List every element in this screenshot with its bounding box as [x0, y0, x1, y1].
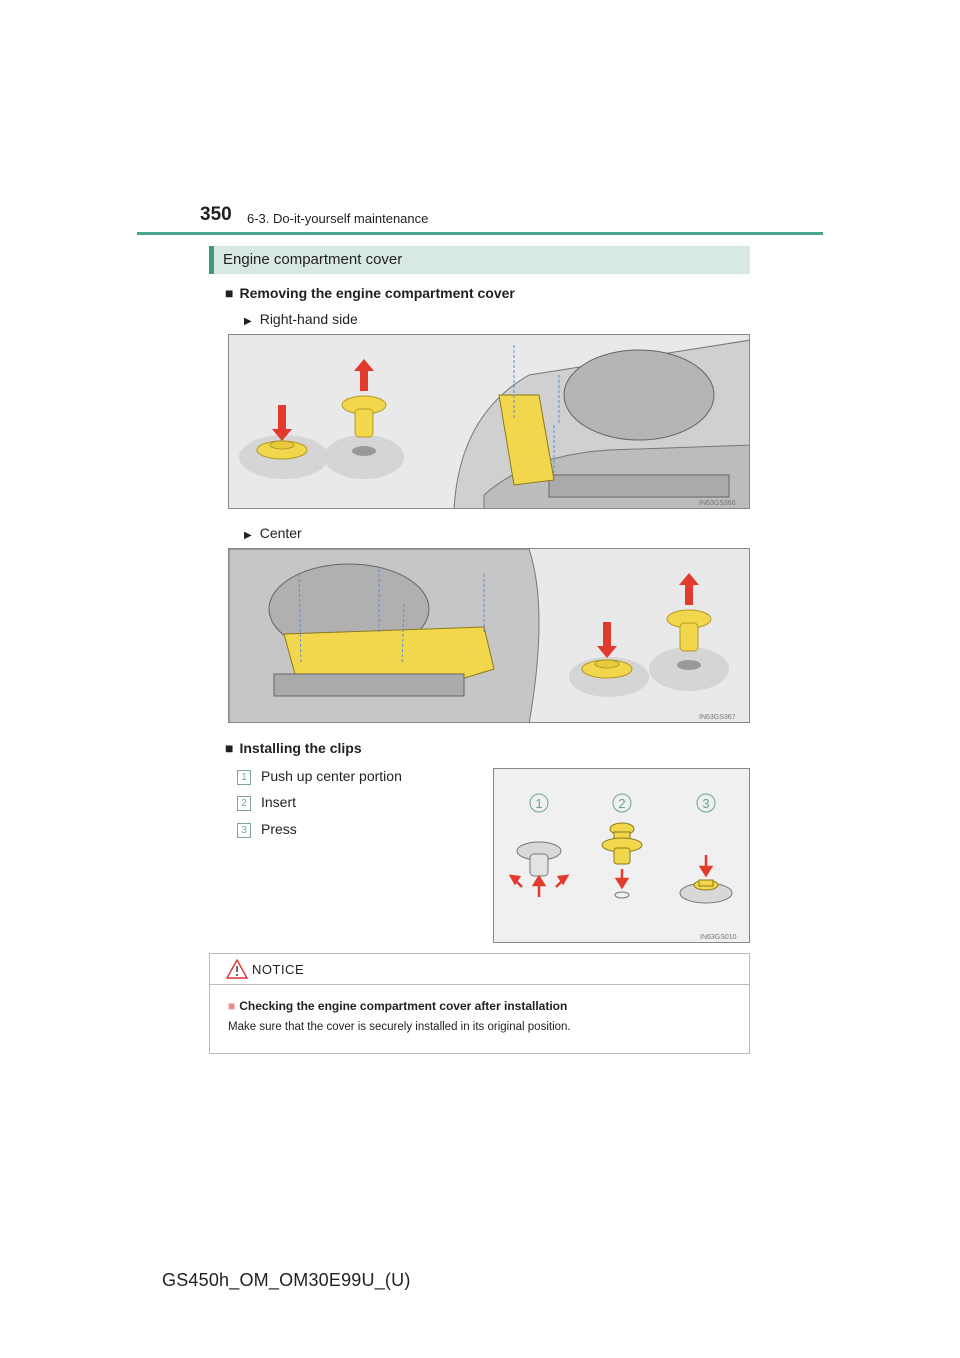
installing-clips-figure: 1 2 3 IN63GS010: [493, 768, 750, 943]
figure-number: 2: [618, 796, 625, 811]
image-code: IN63GS367: [699, 714, 736, 721]
triangle-bullet-icon: ▶: [244, 316, 252, 327]
page-number: 350: [200, 204, 232, 225]
notice-body: Make sure that the cover is securely ins…: [228, 1021, 571, 1033]
section-title: 6-3. Do-it-yourself maintenance: [247, 211, 429, 226]
center-label: ▶Center: [244, 525, 302, 541]
notice-header: NOTICE: [210, 954, 749, 985]
image-code: IN63GS010: [700, 934, 737, 941]
warning-triangle-icon: [226, 959, 248, 979]
right-hand-side-figure: IN63GS366: [228, 334, 750, 509]
section-heading-bar: Engine compartment cover: [209, 246, 750, 274]
step-number: 1: [237, 770, 251, 785]
square-bullet-icon: ■: [225, 285, 234, 301]
triangle-bullet-icon: ▶: [244, 530, 252, 541]
square-bullet-icon: ■: [228, 999, 236, 1013]
manual-code: GS450h_OM_OM30E99U_(U): [162, 1270, 411, 1290]
section-heading: Engine compartment cover: [223, 251, 403, 268]
notice-title: NOTICE: [252, 962, 305, 977]
figure-number: 1: [535, 796, 542, 811]
center-figure: IN63GS367: [228, 548, 750, 723]
step-number: 3: [237, 823, 251, 838]
notice-box: NOTICE ■Checking the engine compartment …: [209, 953, 750, 1054]
figure-number: 3: [702, 796, 709, 811]
engine-center-illustration: IN63GS367: [229, 549, 749, 722]
header-divider: [137, 232, 823, 235]
image-code: IN63GS366: [699, 500, 736, 507]
engine-right-side-illustration: IN63GS366: [229, 335, 749, 508]
installing-heading: ■Installing the clips: [225, 740, 362, 756]
square-bullet-icon: ■: [225, 740, 234, 756]
right-hand-side-label: ▶Right-hand side: [244, 311, 358, 327]
removing-heading: ■Removing the engine compartment cover: [225, 285, 515, 301]
step-number: 2: [237, 796, 251, 811]
clip-steps-illustration: 1 2 3 IN63GS010: [494, 769, 749, 942]
notice-subheading: ■Checking the engine compartment cover a…: [228, 999, 568, 1013]
